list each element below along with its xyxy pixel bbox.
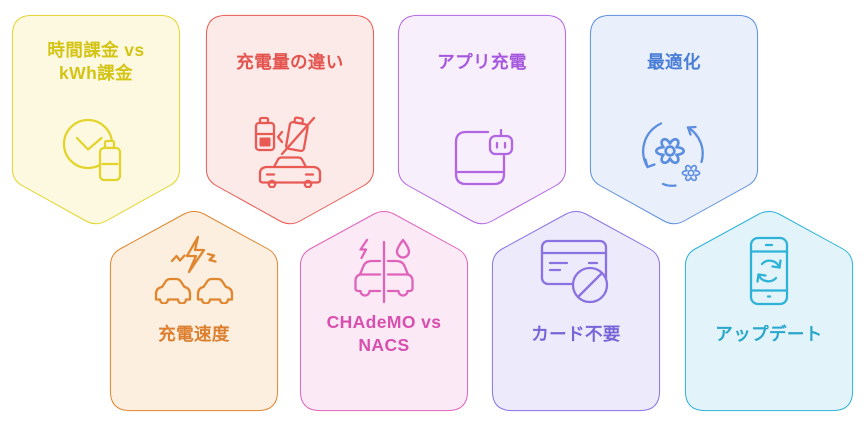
card-updates: アップデート	[684, 208, 854, 413]
card-title: 最適化	[647, 51, 701, 72]
card-title: 充電量の違い	[236, 51, 344, 72]
phone-update-icon	[749, 236, 789, 306]
phone-plug-icon	[454, 128, 514, 186]
card-optimization: 最適化	[589, 14, 759, 228]
card-chademo-vs-nacs: CHAdeMO vs NACS	[299, 208, 469, 413]
clock-battery-icon	[62, 118, 122, 182]
card-title: CHAdeMO vs NACS	[326, 312, 442, 355]
lightning-cars-icon	[154, 235, 234, 304]
split-car-fuel-icon	[354, 238, 414, 304]
gears-sync-icon	[641, 122, 704, 187]
card-title: アプリ充電	[437, 51, 527, 72]
card-title: カード不要	[531, 323, 621, 344]
card-charge-amount-difference: 充電量の違い	[205, 14, 375, 228]
card-title: 充電速度	[158, 323, 230, 344]
card-charging-speed: 充電速度	[109, 208, 279, 413]
card-time-vs-kwh-billing: 時間課金 vs kWh課金	[11, 14, 181, 228]
credit-card-blocked-icon	[540, 239, 609, 304]
card-app-charging: アプリ充電	[397, 14, 567, 228]
card-title: 時間課金 vs kWh課金	[47, 40, 145, 83]
card-title: アップデート	[715, 323, 823, 344]
card-no-card-needed: カード不要	[491, 208, 661, 413]
battery-compare-car-icon	[254, 116, 322, 188]
